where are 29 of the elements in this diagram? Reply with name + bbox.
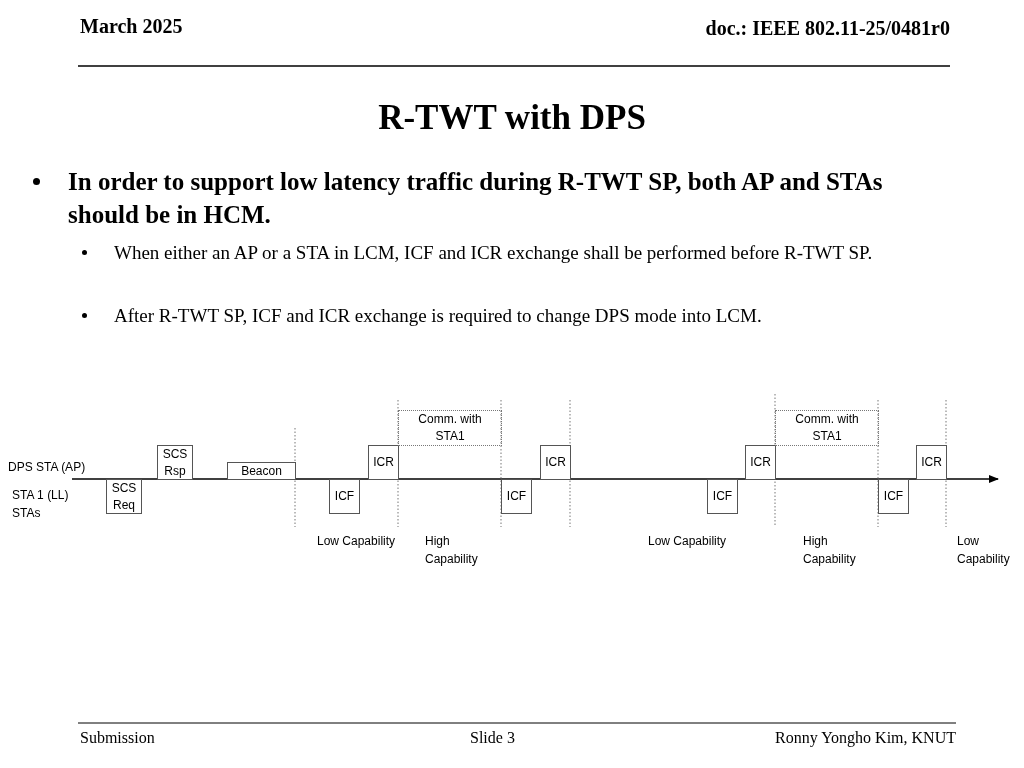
header-text: doc.: IEEE 802.11-25/0481r0 [704,16,950,40]
bullet-text: After R-TWT SP, ICF and ICR exchange is required to change DPS mode into LCM. [114,304,763,328]
state-label: Low Capability [957,533,1011,568]
frame-box: ICR [540,445,571,480]
period-box: Comm. with STA1 [398,410,502,446]
footer-text: Slide 3 [470,728,516,748]
frame-box: ICF [501,479,532,514]
footer-text: Submission [80,728,156,748]
slide-title: R-TWT with DPS [377,97,647,139]
frame-box: ICF [329,479,360,514]
frame-box: SCS Req [106,479,142,514]
frame-box: ICR [745,445,776,480]
frame-box: ICF [707,479,738,514]
frame-box: ICR [368,445,399,480]
frame-box: Beacon [227,462,296,480]
header-text: March 2025 [80,14,184,38]
footer-text: Ronny Yongho Kim, KNUT [774,728,956,748]
lane-label: DPS STA (AP) [8,459,87,476]
state-label: Low Capability [648,533,728,550]
frame-box: ICF [878,479,909,514]
bullet-text: When either an AP or a STA in LCM, ICF and ICR exchange shall be performed before R-TWT SP. [114,241,874,265]
bullet-text: In order to support low latency traffic during R-TWT SP, both AP and STAs should be in HCM. [68,167,884,230]
frame-box: SCS Rsp [157,445,193,480]
period-box: Comm. with STA1 [775,410,879,446]
state-label: Low Capability [317,533,397,550]
state-label: High Capability [425,533,479,568]
frame-box: ICR [916,445,947,480]
lane-label: STA 1 (LL) STAs [12,487,70,522]
state-label: High Capability [803,533,857,568]
